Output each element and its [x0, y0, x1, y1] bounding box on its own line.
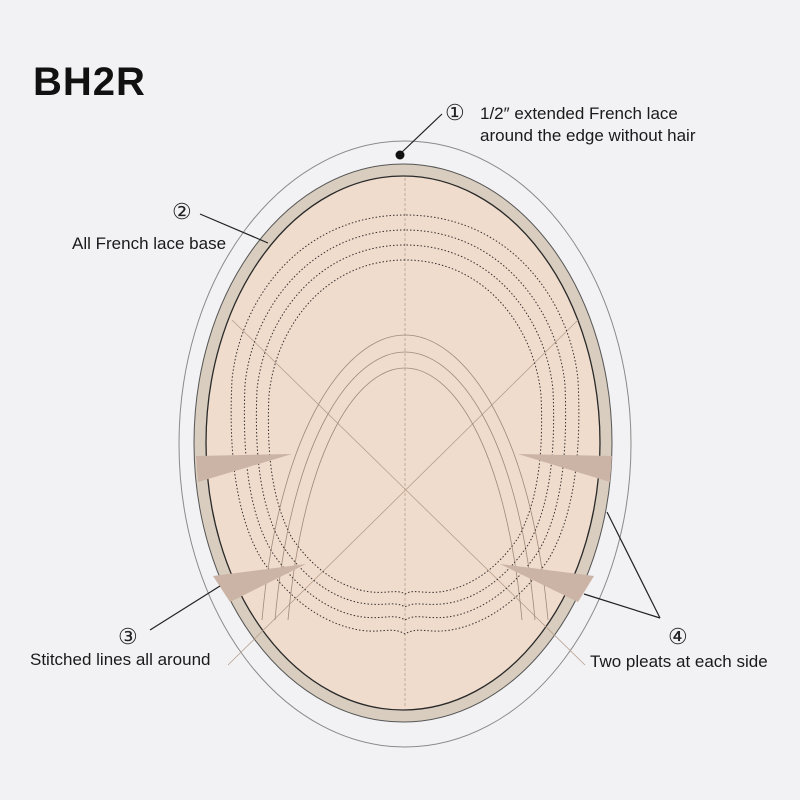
- pleat-left-lower: [213, 564, 306, 602]
- edge-marker-dot: [395, 150, 405, 160]
- guide-lines: [227, 178, 586, 708]
- extended-lace-outline: [178, 140, 632, 748]
- callout-4-number: ④: [668, 624, 688, 649]
- pleats: [196, 454, 612, 602]
- pleat-right-lower: [500, 564, 594, 602]
- callout-1-line-1: 1/2″ extended French lace: [480, 104, 678, 123]
- pleat-right-upper: [518, 454, 612, 482]
- callout-1-number: ①: [445, 100, 465, 125]
- callout-2-number: ②: [172, 199, 192, 224]
- lace-base: [205, 175, 601, 711]
- leader-lines: [149, 113, 661, 631]
- callout-1-line-2: around the edge without hair: [480, 126, 696, 145]
- callout-3-label: Stitched lines all around: [30, 650, 211, 669]
- model-title: BH2R: [33, 60, 146, 104]
- callout-4-label: Two pleats at each side: [590, 652, 768, 671]
- callout-3-number: ③: [118, 624, 138, 649]
- stitched-lines: [230, 214, 580, 635]
- crown-arches: [261, 334, 549, 621]
- pleat-left-upper: [196, 454, 292, 482]
- callout-2-label: All French lace base: [72, 234, 227, 253]
